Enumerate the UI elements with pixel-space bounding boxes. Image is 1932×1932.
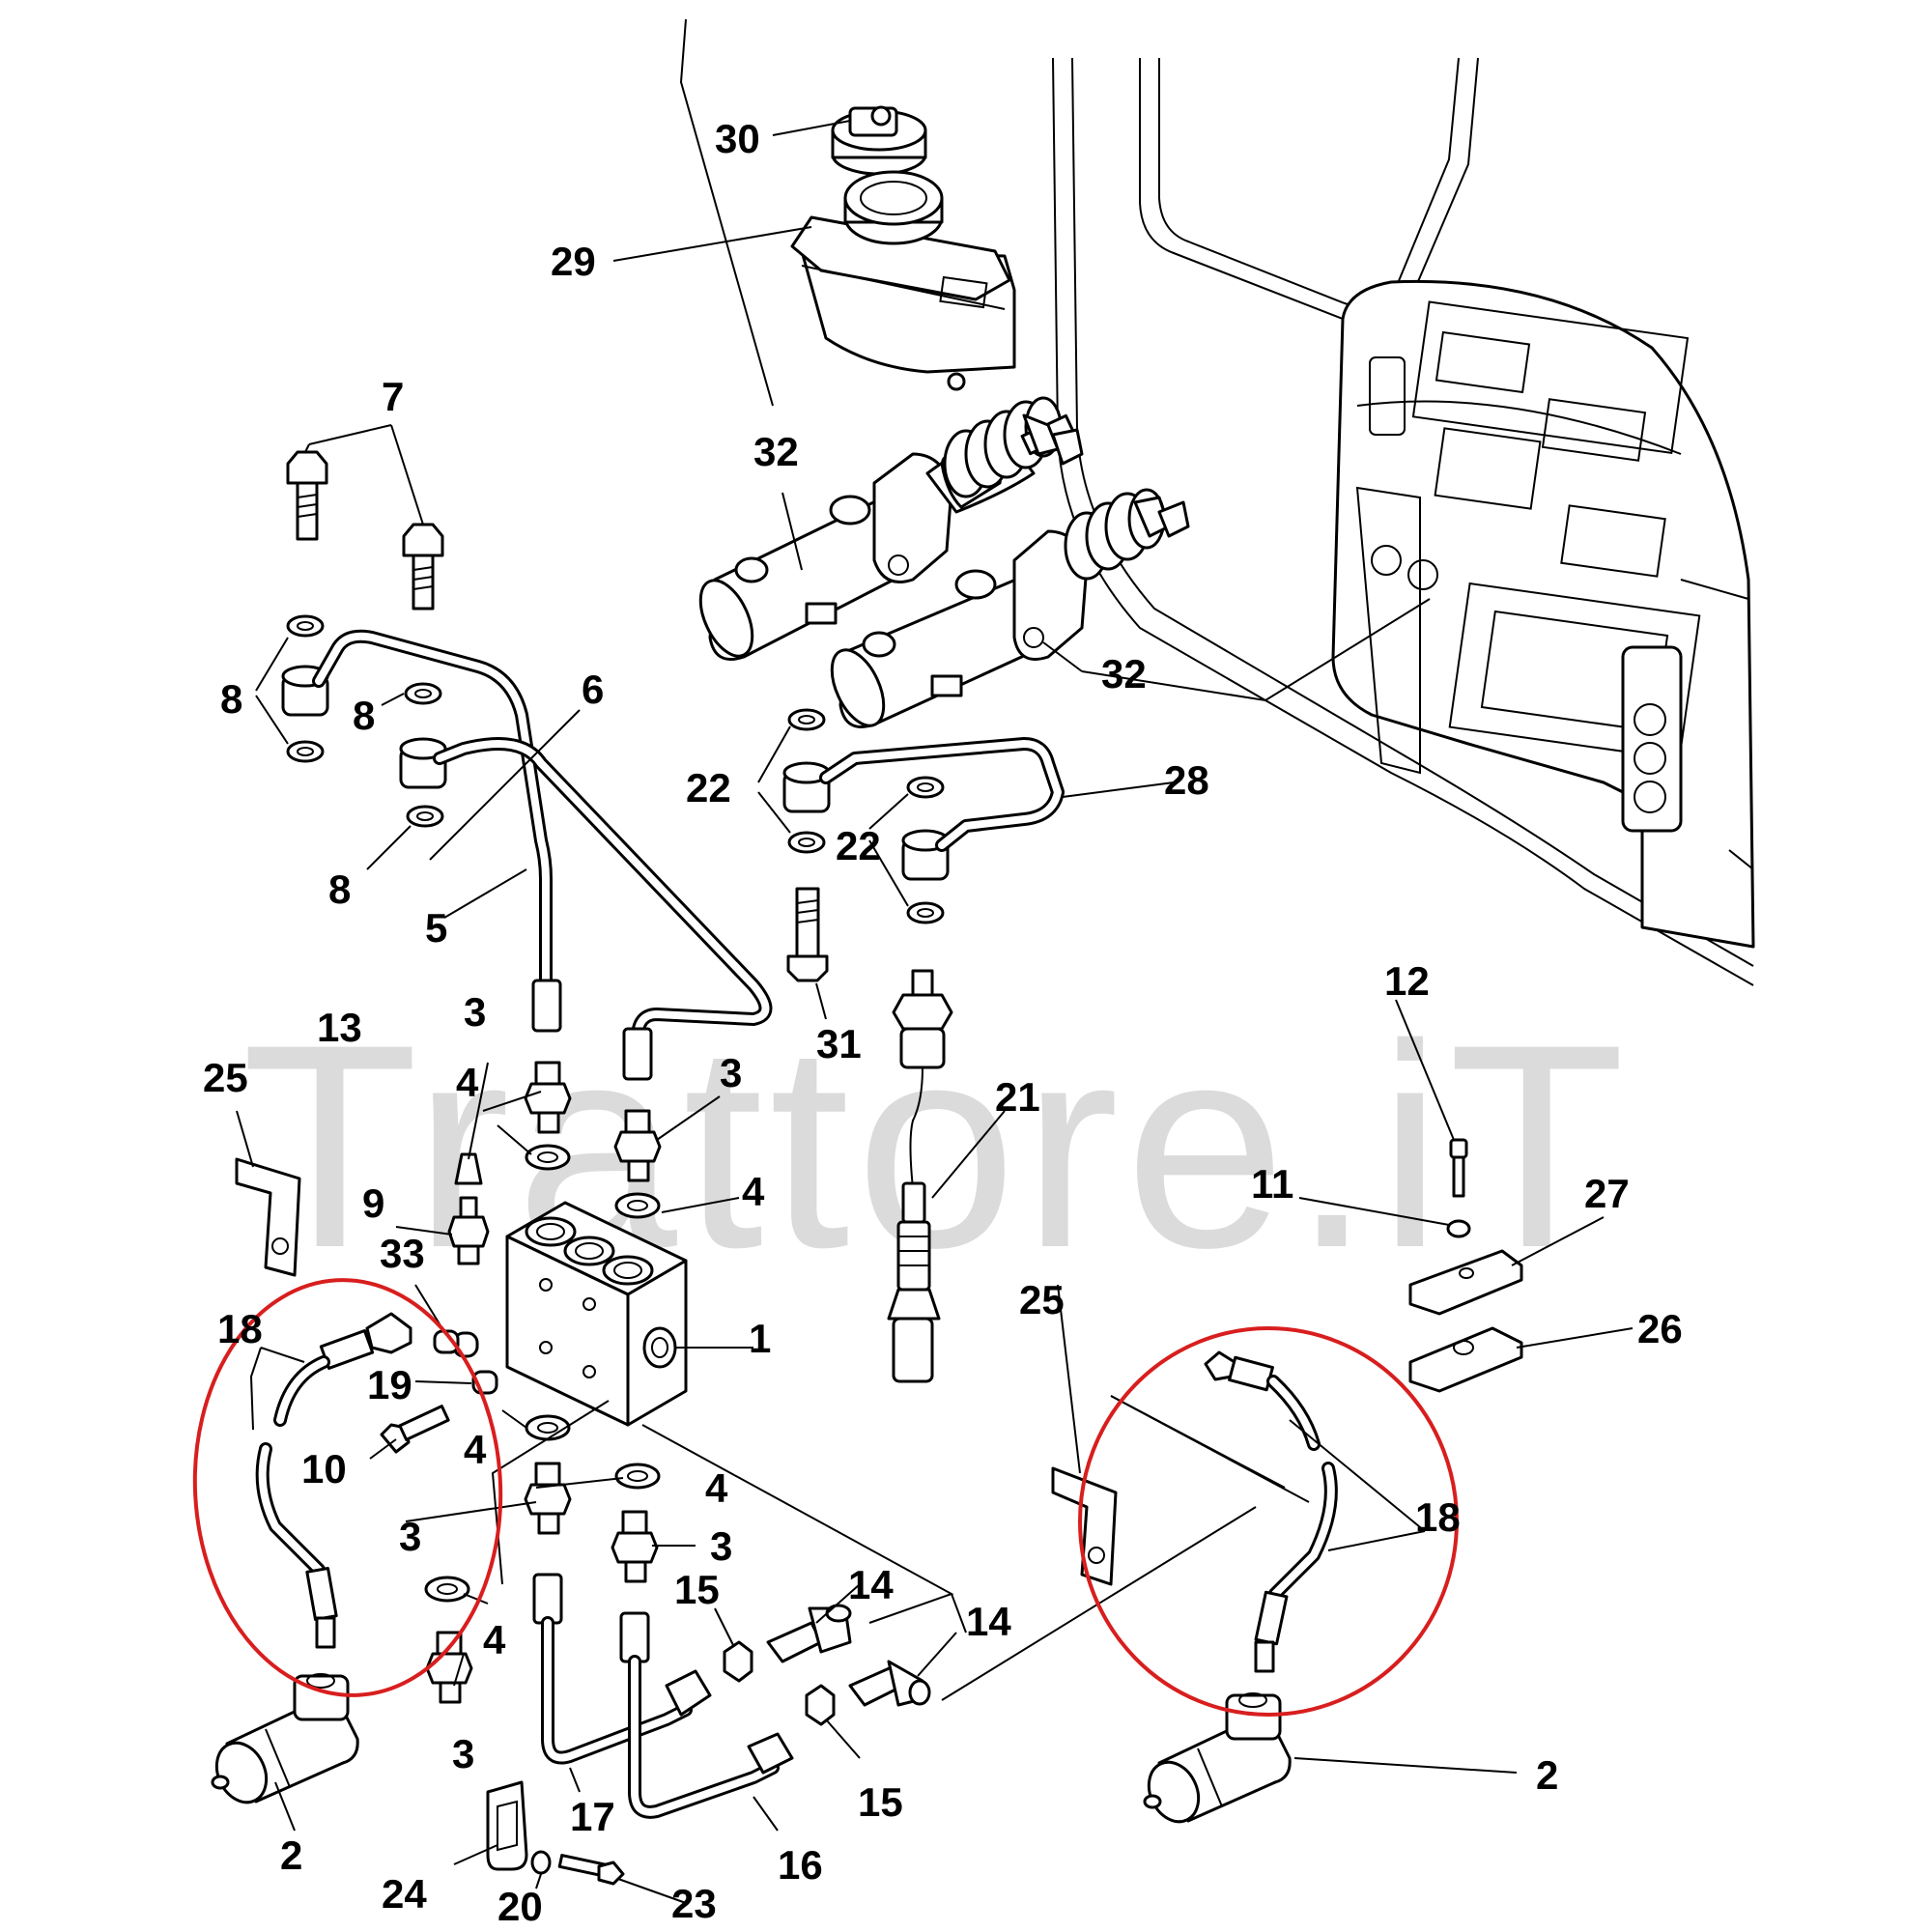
callout-6: 6: [582, 667, 604, 712]
distribution-block-1: [505, 1201, 688, 1427]
brake-pipe-28: [819, 737, 1065, 852]
callout-3-upper-right: 3: [720, 1050, 742, 1095]
clamp-26: [1408, 1326, 1523, 1393]
callout-30: 30: [715, 116, 760, 161]
callout-2-right: 2: [1536, 1752, 1558, 1798]
callout-16: 16: [778, 1842, 823, 1888]
callout-21: 21: [995, 1074, 1040, 1120]
clamp-27: [1408, 1249, 1523, 1316]
pressure-switch-21: [887, 969, 953, 1383]
callout-10: 10: [301, 1446, 347, 1492]
callout-15-upper: 15: [674, 1567, 720, 1612]
reservoir-cap: [831, 105, 927, 176]
clip-24: [486, 1780, 528, 1871]
fittings-3: [425, 1061, 662, 1704]
nuts-15: [723, 1640, 836, 1726]
callout-25-right: 25: [1019, 1277, 1065, 1322]
callout-24: 24: [382, 1871, 427, 1917]
callout-32-lower: 32: [1101, 651, 1147, 696]
callout-17: 17: [570, 1794, 615, 1839]
callout-33: 33: [380, 1231, 425, 1276]
callout-20: 20: [497, 1884, 543, 1929]
callout-26: 26: [1637, 1306, 1683, 1351]
callout-22-right: 22: [836, 823, 881, 868]
elbow-14-lower: [848, 1660, 931, 1707]
callout-9: 9: [362, 1180, 384, 1226]
callout-13: 13: [317, 1005, 362, 1050]
bolt-31: [786, 887, 829, 982]
brake-fluid-reservoir: [790, 170, 1016, 391]
callout-27: 27: [1584, 1171, 1630, 1216]
callout-3-upper-left: 3: [464, 989, 486, 1035]
master-cylinder-upper: [698, 396, 1084, 661]
bracket-25-left: [235, 1157, 301, 1277]
callout-32-upper: 32: [753, 429, 799, 474]
callout-29: 29: [551, 239, 596, 284]
callout-22-left: 22: [686, 765, 731, 810]
callout-14-upper: 14: [848, 1562, 894, 1607]
brake-pipe-17: [532, 1573, 712, 1765]
banjo-fittings: [281, 665, 447, 789]
callout-14-lower: 14: [966, 1599, 1011, 1644]
callout-4-lower-right: 4: [705, 1465, 728, 1511]
callout-18-left: 18: [217, 1306, 263, 1351]
slave-cylinder-2-right: [1143, 1692, 1292, 1824]
brake-hose-18-left: [255, 1312, 412, 1649]
callout-1: 1: [749, 1316, 771, 1361]
cab-panel: [1052, 57, 1755, 986]
callout-4-bottom: 4: [483, 1617, 506, 1662]
master-cylinder-lower: [830, 488, 1190, 728]
bracket-25-right: [1051, 1466, 1118, 1586]
callout-18-right: 18: [1415, 1494, 1461, 1540]
callout-8-bottom: 8: [328, 867, 351, 912]
bolt-23: [557, 1854, 625, 1886]
callout-3-lower-left: 3: [399, 1514, 421, 1559]
callout-3-lower-right: 3: [710, 1523, 732, 1569]
banjo-bolt-right: [402, 523, 444, 611]
washer-20: [530, 1850, 552, 1875]
callout-4-upper-right: 4: [742, 1169, 765, 1214]
callout-12: 12: [1384, 958, 1430, 1004]
bolt-12-nut-11: [1446, 1138, 1471, 1238]
brake-pipe-6: [433, 737, 773, 1081]
callout-4-upper-left: 4: [456, 1060, 479, 1105]
callout-31: 31: [816, 1021, 862, 1066]
callout-4-lower-left: 4: [464, 1427, 487, 1472]
highlight-ring-right: [1078, 1326, 1459, 1717]
callout-8-middle: 8: [353, 693, 375, 738]
banjo-bolt-left: [286, 450, 328, 541]
slave-cylinder-2-left: [211, 1673, 359, 1804]
washers-22: [782, 708, 950, 924]
callout-19: 19: [367, 1362, 412, 1407]
brake-pipe-16: [619, 1611, 794, 1819]
callout-3-bottom: 3: [452, 1731, 474, 1776]
washers-8: [286, 614, 444, 828]
callout-8-left: 8: [220, 676, 242, 722]
callout-2-left: 2: [280, 1833, 302, 1878]
brake-hose-18-right: [1204, 1350, 1338, 1673]
callout-15-lower: 15: [858, 1779, 903, 1825]
highlight-ring-left: [192, 1278, 503, 1697]
callout-5: 5: [425, 905, 447, 951]
leader-lines: [236, 18, 1634, 1904]
callout-11: 11: [1251, 1161, 1293, 1207]
brake-pipe-5: [312, 629, 562, 1033]
callout-labels: 30 29 7 32 32 8 8 8 6 5 22 22 28 31 21 1…: [203, 116, 1683, 1929]
callout-7: 7: [382, 374, 404, 419]
callout-28: 28: [1164, 757, 1209, 803]
bleeder-9-cap-13: [447, 1152, 490, 1265]
callout-23: 23: [671, 1881, 717, 1926]
elbow-14-upper: [766, 1604, 852, 1663]
callout-25-left: 25: [203, 1055, 248, 1100]
washers-4: [424, 1144, 661, 1603]
